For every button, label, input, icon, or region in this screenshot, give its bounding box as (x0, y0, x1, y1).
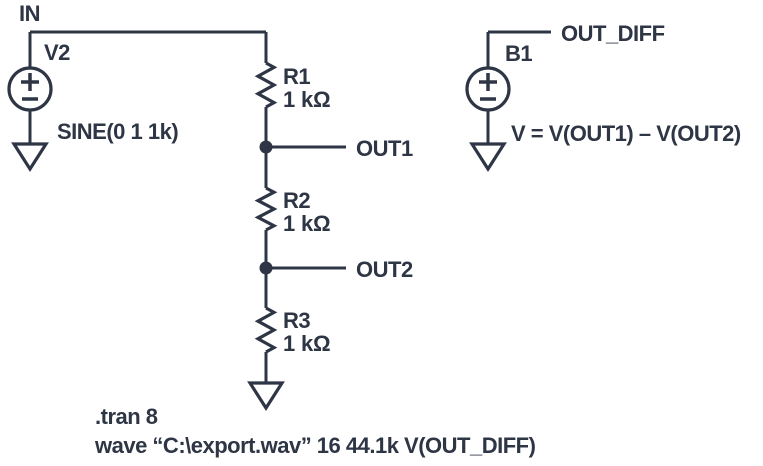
r1-zigzag (254, 61, 278, 109)
v2-designator: V2 (44, 40, 70, 65)
r2-value: 1 kΩ (283, 211, 330, 236)
b1-value: V = V(OUT1) – V(OUT2) (511, 121, 741, 146)
b1-circle (465, 66, 511, 112)
b1-voltage-source-symbol (465, 66, 511, 112)
node-label-in: IN (19, 1, 40, 26)
spice-directive-tran: .tran 8 (95, 404, 158, 429)
r1-designator: R1 (283, 64, 310, 89)
r2-zigzag (254, 186, 278, 232)
r3-designator: R3 (283, 308, 310, 333)
ground-triangle (469, 142, 507, 172)
plus-icon (479, 73, 497, 91)
v2-ground-icon (11, 142, 49, 172)
r1-resistor-symbol (254, 61, 278, 109)
node-label-out-diff: OUT_DIFF (561, 21, 665, 46)
node-label-out2: OUT2 (356, 257, 413, 282)
r3-resistor-symbol (254, 306, 278, 354)
ground-triangle (11, 142, 49, 172)
b1-ground-icon (469, 142, 507, 172)
ground-triangle (247, 381, 285, 411)
spice-directive-wave: wave “C:\export.wav” 16 44.1k V(OUT_DIFF… (94, 433, 536, 458)
b1-designator: B1 (505, 41, 532, 66)
out1-junction-dot (259, 140, 273, 154)
node-label-out1: OUT1 (356, 136, 413, 161)
r2-designator: R2 (283, 188, 310, 213)
r2-resistor-symbol (254, 186, 278, 232)
v2-circle (7, 66, 53, 112)
divider-ground-icon (247, 381, 285, 411)
out2-junction-dot (259, 261, 273, 275)
v2-value: SINE(0 1 1k) (57, 119, 178, 144)
r1-value: 1 kΩ (283, 87, 330, 112)
r3-value: 1 kΩ (283, 331, 330, 356)
r3-zigzag (254, 306, 278, 354)
plus-icon (21, 73, 39, 91)
v2-voltage-source-symbol (7, 66, 53, 112)
